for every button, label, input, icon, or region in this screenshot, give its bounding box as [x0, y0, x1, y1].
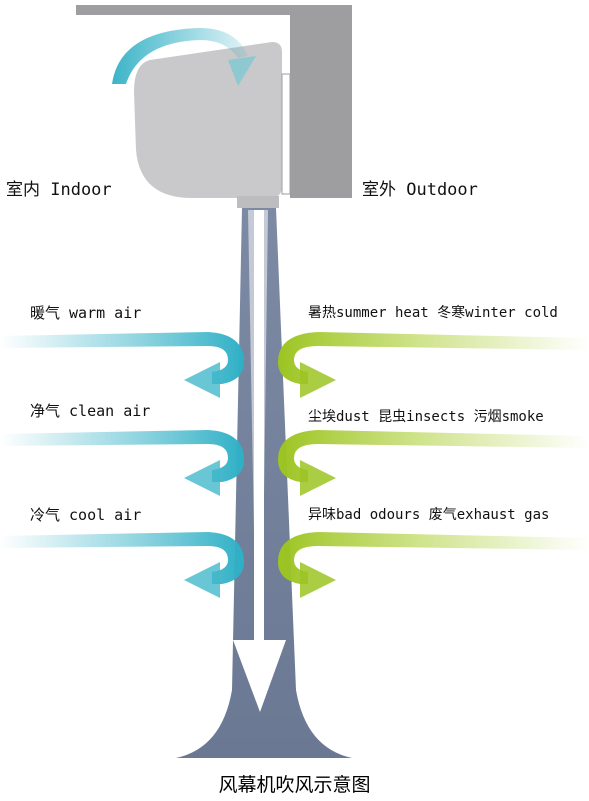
dust-insects-smoke-label: 尘埃dust 昆虫insects 污烟smoke	[308, 409, 544, 425]
air-curtain-unit	[134, 42, 291, 208]
outdoor-arrows	[278, 332, 589, 598]
clean-air-label: 净气 clean air	[30, 402, 151, 420]
cool-air-arrow-icon	[0, 532, 244, 598]
wall	[76, 5, 352, 198]
warm-air-arrow-icon	[0, 332, 244, 398]
outdoor-label: 室外 Outdoor	[362, 180, 478, 200]
intake-arrow-icon	[112, 28, 256, 86]
dust-insects-arrow-icon	[278, 430, 589, 496]
clean-air-arrow-icon	[0, 430, 244, 496]
odours-exhaust-label: 异味bad odours 废气exhaust gas	[308, 507, 550, 523]
summer-heat-arrow-icon	[278, 332, 589, 398]
indoor-arrows	[0, 332, 244, 598]
summer-winter-label: 暑热summer heat 冬寒winter cold	[308, 305, 558, 321]
warm-air-label: 暖气 warm air	[30, 304, 142, 322]
cool-air-label: 冷气 cool air	[30, 506, 142, 524]
air-stream-column	[176, 208, 352, 758]
indoor-label: 室内 Indoor	[6, 180, 112, 200]
odours-gas-arrow-icon	[278, 532, 589, 598]
diagram-caption: 风幕机吹风示意图	[218, 774, 371, 796]
